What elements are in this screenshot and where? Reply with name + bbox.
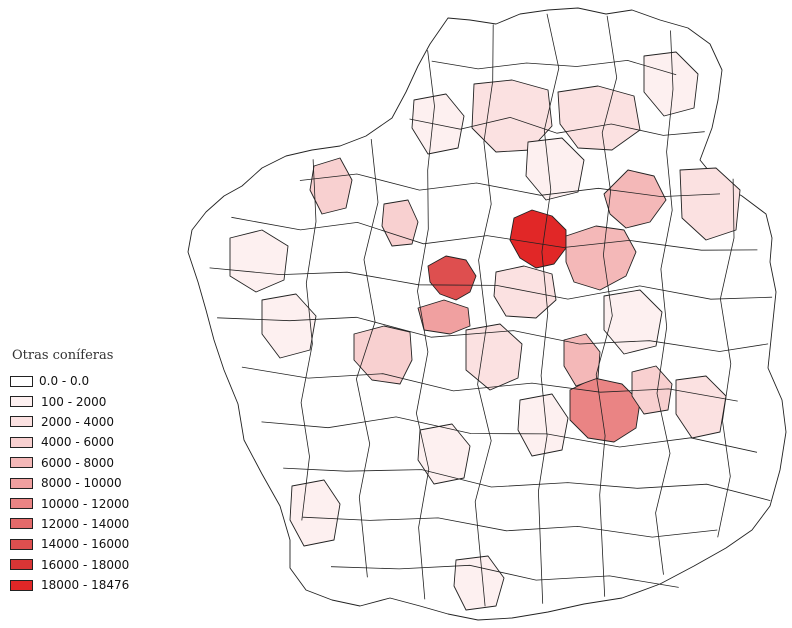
boundary-line bbox=[595, 15, 618, 597]
region-east-d bbox=[679, 167, 741, 241]
region-south-e bbox=[453, 555, 505, 611]
region-north-b bbox=[557, 85, 641, 151]
boundary-line bbox=[355, 139, 379, 578]
region-north-d bbox=[643, 51, 699, 117]
region-north-a bbox=[471, 79, 553, 153]
region-south-c bbox=[417, 423, 471, 485]
legend-swatch bbox=[10, 375, 33, 387]
region-central-north bbox=[509, 209, 567, 269]
legend-item: 14000 - 16000 bbox=[10, 534, 180, 554]
legend-label: 16000 - 18000 bbox=[41, 557, 130, 572]
legend-label: 14000 - 16000 bbox=[41, 537, 130, 552]
region-center-b bbox=[465, 323, 523, 391]
legend-label: 2000 - 4000 bbox=[41, 414, 115, 429]
legend-swatch bbox=[10, 538, 33, 550]
legend-label: 8000 - 10000 bbox=[41, 476, 122, 491]
boundary-line bbox=[330, 564, 679, 588]
region-south-west bbox=[353, 325, 413, 385]
municipality-regions bbox=[187, 7, 787, 621]
legend-swatch bbox=[10, 518, 33, 530]
boundary-line bbox=[261, 416, 758, 453]
legend-item: 6000 - 8000 bbox=[10, 453, 180, 473]
boundary-line bbox=[209, 267, 773, 300]
boundary-line bbox=[717, 178, 735, 538]
legend-label: 18000 - 18476 bbox=[41, 578, 130, 593]
legend-label: 6000 - 8000 bbox=[41, 455, 115, 470]
boundary-line bbox=[299, 173, 721, 198]
legend-label: 4000 - 6000 bbox=[41, 435, 115, 450]
legend-item: 12000 - 14000 bbox=[10, 514, 180, 534]
region-east-a bbox=[565, 225, 637, 291]
region-south-central bbox=[563, 333, 601, 387]
boundary-line bbox=[217, 316, 769, 352]
legend-swatch bbox=[10, 579, 33, 591]
boundary-line bbox=[655, 30, 674, 575]
legend-swatch bbox=[10, 477, 33, 489]
legend-label: 0.0 - 0.0 bbox=[39, 374, 90, 389]
region-north-c bbox=[411, 93, 465, 155]
municipality-boundaries bbox=[209, 13, 773, 607]
legend-items: 0.0 - 0.0 100 - 2000 2000 - 4000 4000 - 600… bbox=[10, 371, 180, 595]
legend-item: 4000 - 6000 bbox=[10, 432, 180, 452]
legend-item: 16000 - 18000 bbox=[10, 555, 180, 575]
legend-item: 10000 - 12000 bbox=[10, 493, 180, 513]
region-west-b bbox=[309, 157, 353, 215]
legend-swatch bbox=[10, 416, 33, 428]
legend-title: Otras coníferas bbox=[12, 348, 114, 363]
legend-label: 10000 - 12000 bbox=[41, 496, 130, 511]
legend-label: 100 - 2000 bbox=[41, 394, 107, 409]
legend-swatch bbox=[10, 498, 33, 510]
region-east-e bbox=[675, 375, 727, 439]
region-east-b bbox=[603, 169, 667, 229]
legend-item: 0.0 - 0.0 bbox=[10, 371, 180, 391]
region-west-a bbox=[381, 199, 419, 247]
boundary-line bbox=[431, 59, 677, 76]
region-center-a bbox=[493, 265, 557, 319]
region-west-d bbox=[261, 293, 317, 359]
region-south-west-b bbox=[289, 479, 341, 547]
region-south-east bbox=[569, 377, 641, 443]
legend-swatch bbox=[10, 457, 33, 469]
boundary-line bbox=[537, 13, 560, 604]
region-west-c bbox=[229, 229, 289, 293]
map-legend: Otras coníferas 0.0 - 0.0 100 - 2000 2000 … bbox=[10, 348, 180, 595]
legend-item: 8000 - 10000 bbox=[10, 473, 180, 493]
boundary-line bbox=[409, 116, 705, 136]
boundary-line bbox=[415, 50, 435, 600]
region-west-central bbox=[427, 255, 477, 301]
legend-swatch bbox=[10, 559, 33, 571]
legend-item: 18000 - 18476 bbox=[10, 575, 180, 595]
legend-item: 2000 - 4000 bbox=[10, 412, 180, 432]
boundary-line bbox=[302, 516, 718, 538]
boundary-line bbox=[283, 467, 771, 501]
region-south-d bbox=[517, 393, 569, 457]
region-center-c bbox=[525, 137, 585, 201]
legend-label: 12000 - 14000 bbox=[41, 516, 130, 531]
region-center-d bbox=[603, 289, 663, 355]
legend-swatch bbox=[10, 436, 33, 448]
boundary-line bbox=[474, 24, 494, 607]
boundary-line bbox=[231, 216, 758, 251]
legend-swatch bbox=[10, 396, 33, 408]
boundary-line bbox=[300, 159, 317, 521]
legend-item: 100 - 2000 bbox=[10, 391, 180, 411]
